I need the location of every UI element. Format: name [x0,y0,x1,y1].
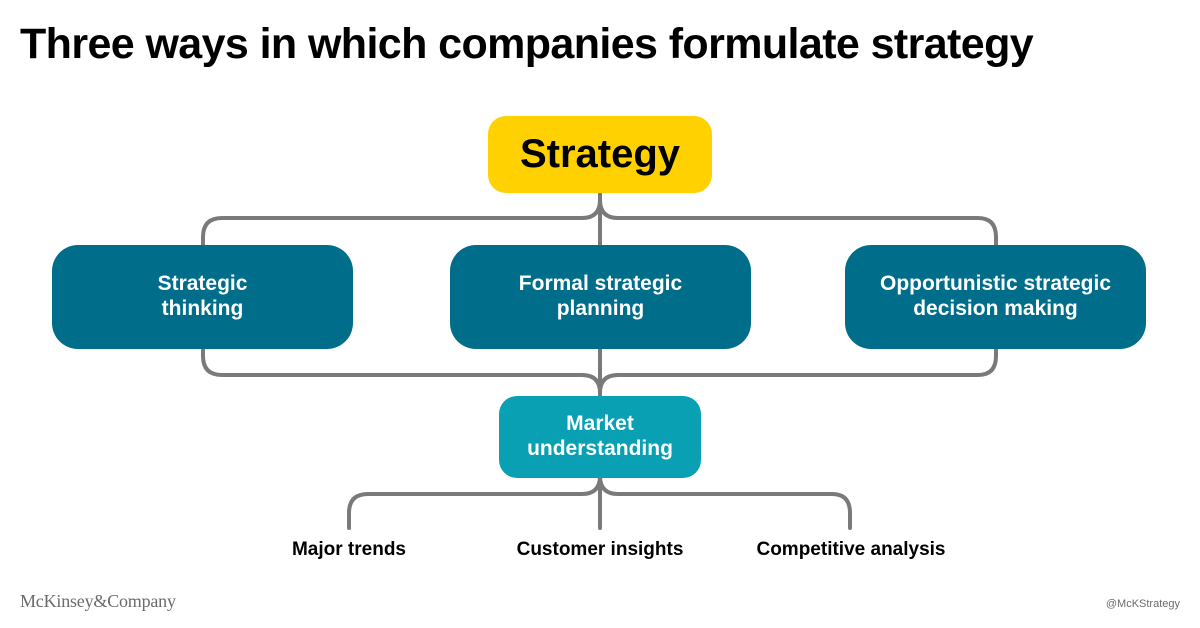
mckinsey-logo: McKinsey&Company [20,591,176,611]
formal-strategic-planning-box: Formal strategic planning [450,245,751,349]
market-understanding-label: Market understanding [527,412,673,460]
connector-thinking-to-market [201,347,602,398]
twitter-handle: @McKStrategy [1105,598,1180,610]
strategic-thinking-label: Strategic thinking [157,272,248,320]
opportunistic-decision-making-box: Opportunistic strategic decision making [845,245,1146,349]
competitive-analysis-label: Competitive analysis [756,539,946,560]
connector-strategy-to-methods [201,191,602,247]
customer-insights-label: Customer insights [516,539,684,560]
connector-opportunistic-to-market [598,347,998,398]
strategic-thinking-box: Strategic thinking [52,245,353,349]
strategy-box: Strategy [488,116,712,193]
opportunistic-decision-making-label: Opportunistic strategic decision making [879,272,1112,320]
major-trends-label: Major trends [291,539,407,560]
page-title: Three ways in which companies formulate … [20,20,1034,68]
strategy-label: Strategy [519,132,681,177]
connector-market-to-competitive [598,474,852,530]
connector-market-to-trends [347,474,602,530]
formal-strategic-planning-label: Formal strategic planning [518,272,683,320]
market-understanding-box: Market understanding [499,396,701,478]
connector-strategy-to-opportunistic [598,191,998,247]
